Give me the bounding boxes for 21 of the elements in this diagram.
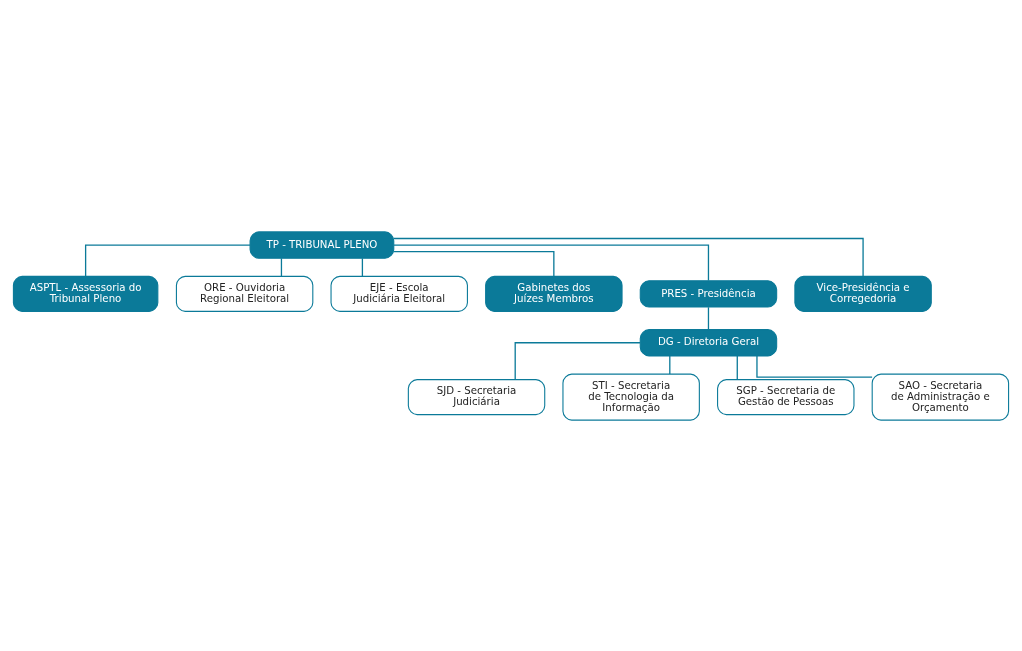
node-box: SJD - Secretaria Judiciária bbox=[407, 378, 546, 415]
node-box: ORE - Ouvidoria Regional Eleitoral bbox=[175, 275, 314, 312]
connector bbox=[393, 237, 864, 277]
connector bbox=[756, 354, 873, 378]
node-box: Vice-Presidência e Corregedoria bbox=[794, 275, 932, 312]
node-box: DG - Diretoria Geral bbox=[639, 328, 778, 356]
node-box: Gabinetes dos Juízes Membros bbox=[485, 275, 623, 312]
connector bbox=[393, 243, 710, 281]
connector bbox=[514, 341, 641, 380]
connector bbox=[669, 354, 671, 375]
connector bbox=[84, 243, 251, 277]
node-box: SAO - Secretaria de Administração e Orçamento bbox=[871, 373, 1010, 421]
node-box: PRES - Presidência bbox=[639, 279, 778, 308]
node-box: TP - TRIBUNAL PLENO bbox=[249, 230, 395, 259]
connector bbox=[707, 306, 710, 330]
node-box: EJE - Escola Judiciária Eleitoral bbox=[330, 275, 468, 312]
node-box: SGP - Secretaria de Gestão de Pessoas bbox=[717, 378, 855, 415]
connector bbox=[736, 354, 738, 380]
node-box: STI - Secretaria de Tecnologia da Informação bbox=[562, 373, 700, 421]
connector bbox=[393, 250, 555, 277]
node-box: ASPTL - Assessoria do Tribunal Pleno bbox=[12, 275, 159, 312]
